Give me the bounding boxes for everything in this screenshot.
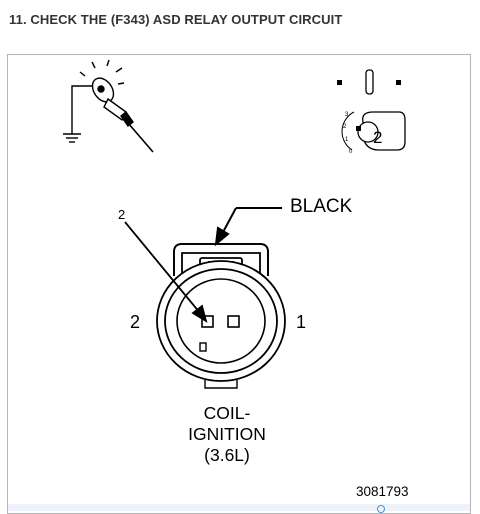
connector-name-line-3: (3.6L) <box>204 445 250 465</box>
test-light-icon <box>71 59 154 153</box>
connector-name-line-2: IGNITION <box>188 424 266 444</box>
bottom-strip <box>8 504 470 511</box>
pin-1-terminal <box>227 315 240 328</box>
figure-id: 3081793 <box>356 484 409 499</box>
pin-2-terminal <box>201 315 214 328</box>
ignition-key-position: 2 <box>373 128 383 147</box>
connector-body <box>156 243 286 389</box>
key-scale-2: 2 <box>343 124 347 130</box>
connector-name-line-1: COIL- <box>203 403 251 423</box>
key-scale-0: 0 <box>349 149 353 155</box>
pin-1-label: 1 <box>296 312 307 332</box>
connector-pins <box>201 315 240 328</box>
pin-2-label: 2 <box>130 312 141 332</box>
connector-name: COIL- IGNITION (3.6L) <box>172 403 282 466</box>
ground-symbol-icon <box>63 128 81 143</box>
step-title: 11. CHECK THE (F343) ASD RELAY OUTPUT CI… <box>9 12 343 27</box>
wire-color-label: BLACK <box>290 196 353 217</box>
pin-callout-arrow <box>124 221 208 323</box>
loading-indicator-icon <box>377 505 385 513</box>
wire-color-pointer <box>214 207 282 247</box>
key-scale-1: 1 <box>345 137 349 143</box>
key-scale-3: 3 <box>345 112 349 118</box>
ignition-key-icon <box>337 69 406 151</box>
pin-callout-label: 2 <box>118 207 126 222</box>
